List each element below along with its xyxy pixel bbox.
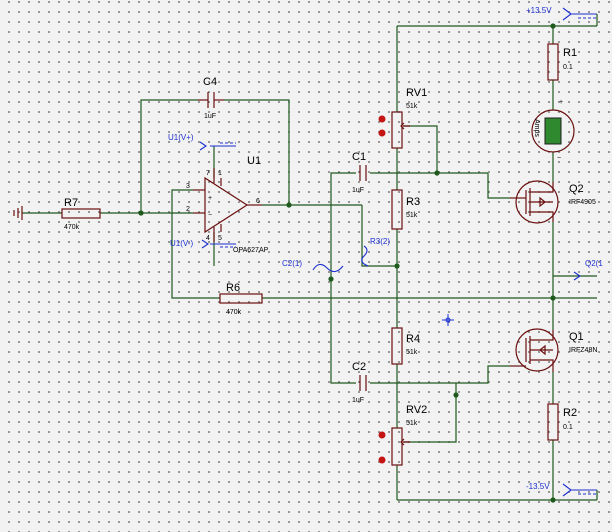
c4-ref: C4 [203, 76, 217, 88]
u1-pin6: 6 [256, 198, 260, 205]
q1-value: IRFZ48N [569, 347, 597, 354]
q2-ref: Q2 [569, 183, 584, 195]
c2-probe-label: C2(1) [282, 259, 302, 268]
c1-value: 1uF [352, 187, 364, 194]
ammeter-minus-sign: − [557, 155, 561, 162]
junction [434, 170, 440, 176]
rv1-increase-button[interactable] [378, 115, 386, 123]
junction [453, 392, 459, 398]
r4-value: 51k [406, 349, 418, 356]
rv2-value: 51k [406, 420, 418, 427]
origin-marker [442, 314, 454, 326]
r7-value: 470k [64, 224, 80, 231]
resistor-r3[interactable]: R3 51k [391, 189, 420, 230]
ammeter-label: Amps [533, 119, 540, 137]
rv1-decrease-button[interactable] [378, 129, 386, 137]
pos-supply-label: +13.5V [526, 6, 552, 15]
ammeter-plus-sign: + [559, 99, 563, 106]
r3-ref: R3 [406, 196, 420, 208]
potentiometer-rv1[interactable]: RV1 51k [378, 87, 428, 149]
r6-value: 470k [226, 309, 242, 316]
rv1-value: 51k [406, 103, 418, 110]
junction [550, 23, 556, 29]
u1-pin3: 3 [186, 183, 190, 190]
resistor-r4[interactable]: R4 51k [391, 327, 420, 365]
r3-probe-label: R3(2) [370, 237, 390, 246]
junction [328, 276, 334, 282]
u1-pin2: 2 [186, 206, 190, 213]
capacitor-c2[interactable]: C2 1uF [352, 361, 367, 404]
junction [550, 295, 556, 301]
c2-value: 1uF [352, 397, 364, 404]
c4-value: 1uF [204, 113, 216, 120]
probe-c2-1[interactable]: C2(1) [282, 259, 344, 273]
resistor-r2[interactable]: R2 0.1 [547, 403, 577, 441]
u1-vminus-label: U1(V-) [170, 239, 193, 248]
mosfet-q2[interactable]: Q2 IRF4905 [510, 180, 596, 224]
rv2-ref: RV2 [406, 404, 427, 416]
neg-supply-label: -13.5V [526, 482, 550, 491]
junction [138, 210, 144, 216]
probe-r3-2[interactable]: R3(2) [361, 237, 391, 267]
opamp-minus-sign: − [208, 212, 212, 219]
q2-probe-label: Q2(1 [585, 259, 603, 268]
mosfet-q1[interactable]: Q1 IRFZ48N [510, 328, 597, 372]
r2-value: 0.1 [563, 424, 573, 431]
probe-u1-vminus[interactable]: U1(V-) [170, 239, 236, 249]
u1-pin4: 4 [206, 235, 210, 242]
junction-dots [138, 23, 556, 503]
potentiometer-rv2[interactable]: RV2 51k [378, 404, 428, 466]
c1-ref: C1 [352, 151, 366, 163]
junction [286, 202, 292, 208]
probe-u1-vplus[interactable]: U1(V+) [168, 133, 236, 151]
capacitor-c1[interactable]: C1 1uF [352, 151, 367, 194]
q1-ref: Q1 [569, 331, 584, 343]
u1-pin7: 7 [206, 170, 210, 177]
u1-pin1: 1 [218, 170, 222, 177]
u1-ref: U1 [247, 155, 261, 167]
u1-value: OPA627AP [233, 247, 269, 254]
resistor-r1[interactable]: R1 0.1 [547, 43, 577, 81]
resistor-r6[interactable]: R6 470k [219, 282, 263, 316]
probe-q2-1[interactable]: Q2(1 [573, 259, 603, 281]
rv2-decrease-button[interactable] [378, 456, 386, 464]
q2-value: IRF4905 [569, 199, 596, 206]
capacitor-c4[interactable]: C4 1uF [198, 76, 224, 120]
r4-ref: R4 [406, 333, 420, 345]
terminal-pos-supply[interactable]: +13.5V [526, 6, 598, 26]
r2-ref: R2 [563, 407, 577, 419]
r7-ref: R7 [64, 197, 78, 209]
r1-ref: R1 [563, 47, 577, 59]
ground-symbol[interactable] [13, 206, 23, 220]
wires [22, 25, 597, 501]
c2-ref: C2 [352, 361, 366, 373]
opamp-u1[interactable]: + − 3 2 6 7 1 4 5 U1 OPA627AP [186, 155, 269, 254]
rv2-increase-button[interactable] [378, 431, 386, 439]
r3-value: 51k [406, 212, 418, 219]
u1-vplus-label: U1(V+) [168, 133, 194, 142]
ammeter[interactable]: + − Amps [531, 99, 575, 162]
junction [550, 497, 556, 503]
resistor-r7[interactable]: R7 470k [61, 197, 101, 231]
opamp-plus-sign: + [208, 195, 212, 202]
u1-pin5: 5 [218, 235, 222, 242]
r1-value: 0.1 [563, 64, 573, 71]
rv1-ref: RV1 [406, 87, 427, 99]
r6-ref: R6 [226, 282, 240, 294]
terminal-neg-supply[interactable]: -13.5V [526, 482, 598, 500]
junction [394, 263, 400, 269]
